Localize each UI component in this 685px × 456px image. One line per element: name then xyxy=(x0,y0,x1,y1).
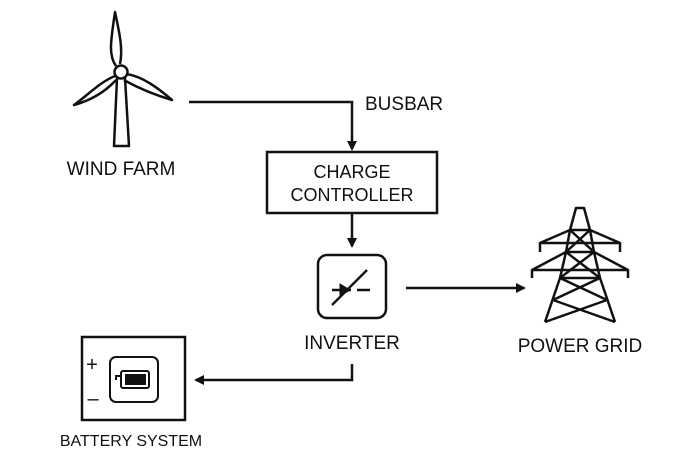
busbar-line xyxy=(189,100,357,151)
battery-system-label: BATTERY SYSTEM xyxy=(60,433,202,450)
charge-controller-box xyxy=(265,150,439,215)
inverter-symbol-icon xyxy=(316,253,388,320)
transmission-tower-icon xyxy=(530,206,630,324)
inverter-to-battery-arrow xyxy=(194,364,354,385)
battery-minus-sign: – xyxy=(87,388,99,410)
wind-turbine-icon xyxy=(72,10,174,148)
charge-controller-label-line2: CONTROLLER xyxy=(290,185,413,205)
battery-icon xyxy=(109,356,159,403)
battery-plus-sign: + xyxy=(86,354,98,376)
inverter-label: INVERTER xyxy=(304,333,400,354)
busbar-label: BUSBAR xyxy=(365,94,443,115)
power-grid-label: POWER GRID xyxy=(518,336,643,357)
charge-controller-label-line1: CHARGE xyxy=(313,162,390,182)
wind-farm-label: WIND FARM xyxy=(67,159,176,180)
